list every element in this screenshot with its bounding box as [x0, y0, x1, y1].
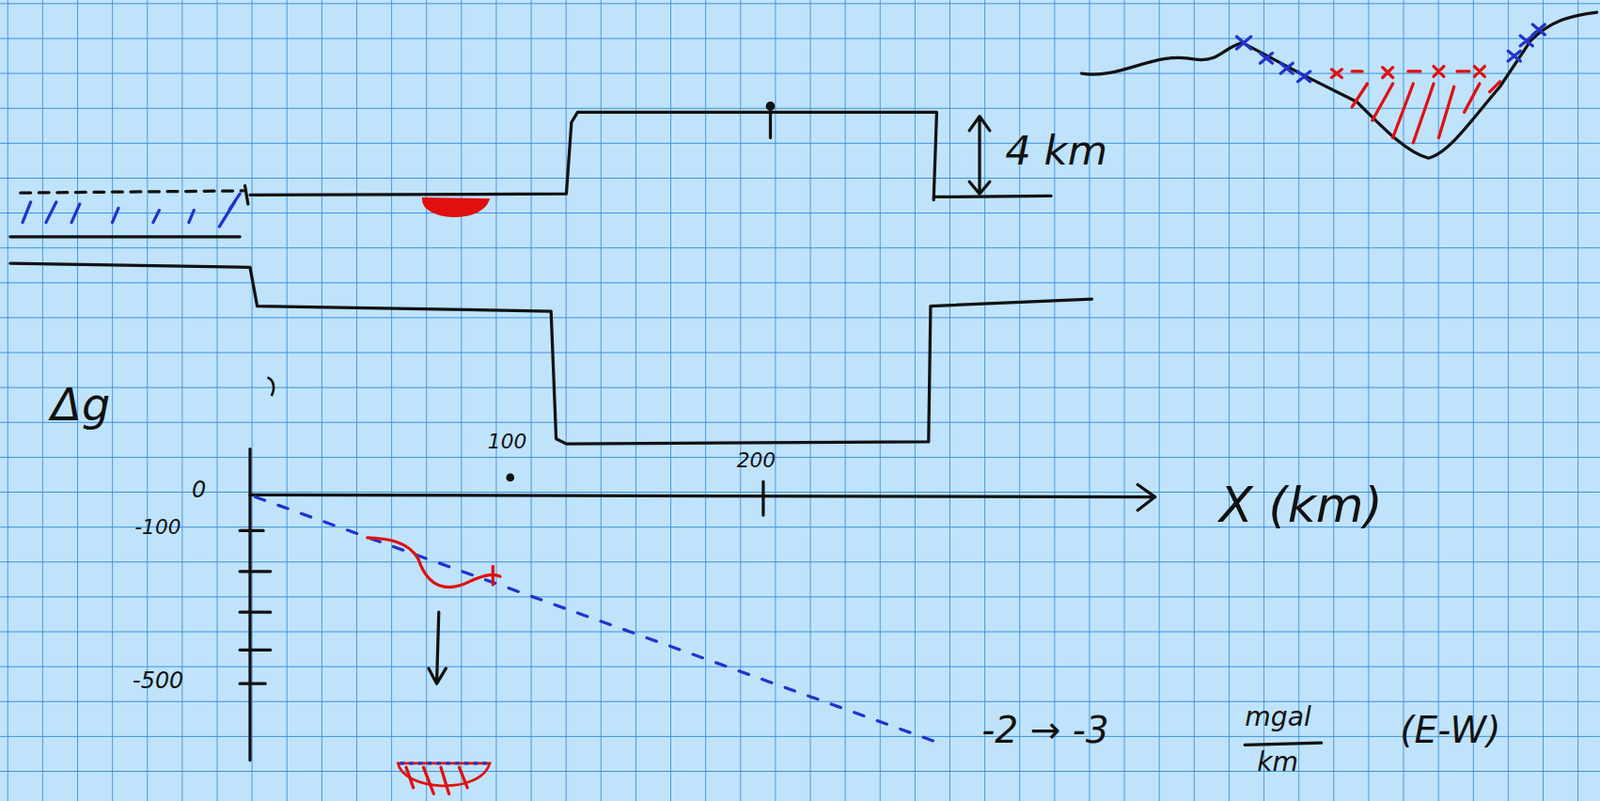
tick-label: 200	[737, 449, 776, 473]
direction-note: (E-W)	[1399, 709, 1501, 753]
tick-label: -500	[132, 668, 184, 694]
axis-title: Δg	[50, 379, 110, 432]
gradient-note: -2 → -3	[981, 709, 1109, 753]
tick-label: 0	[191, 477, 206, 503]
unit-denominator: km	[1256, 747, 1299, 778]
dimension-label: 4 km	[1004, 127, 1108, 175]
unit-numerator: mgal	[1244, 702, 1312, 733]
tick-label: -100	[134, 516, 181, 540]
axis-label: X (km)	[1219, 477, 1383, 534]
tick-label: 100	[487, 430, 527, 455]
